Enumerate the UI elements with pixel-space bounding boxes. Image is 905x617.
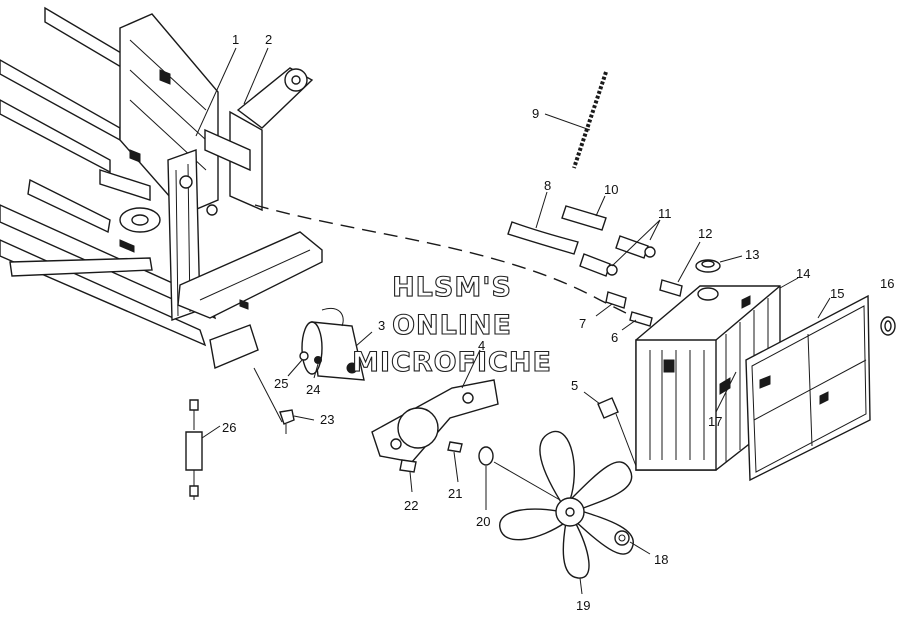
part-9-rod [544, 71, 608, 169]
part-24-nut [313, 356, 322, 379]
part-6-fitting [621, 311, 653, 331]
callout-3: 3 [378, 318, 385, 333]
part-26-connector [185, 399, 221, 500]
part-8-hose [507, 191, 579, 255]
part-10-hose [561, 195, 607, 231]
callout-8: 8 [544, 178, 551, 193]
callout-13: 13 [745, 247, 759, 262]
callout-21: 21 [448, 486, 462, 501]
callout-2: 2 [265, 32, 272, 47]
part-5-bolt [583, 391, 637, 467]
callout-14: 14 [796, 266, 810, 281]
leader-23 [253, 367, 283, 423]
callout-24: 24 [306, 382, 320, 397]
part-25-washer [287, 351, 309, 377]
routing-dashed-line [254, 204, 741, 371]
callout-10: 10 [604, 182, 618, 197]
part-11-clamps [579, 219, 661, 277]
part-14-radiator [635, 277, 799, 471]
callout-1: 1 [232, 32, 239, 47]
part-15-screen [745, 294, 871, 482]
part-18-nut [614, 530, 651, 555]
part-20-bushing [478, 446, 494, 510]
callout-9: 9 [532, 106, 539, 121]
part-13-cap [695, 255, 743, 273]
part-21-bolt [447, 441, 463, 483]
part-19-fan [493, 430, 634, 595]
part-7-fitting [595, 291, 627, 317]
watermark-line-3: MICROFICHE [352, 347, 552, 378]
callout-7: 7 [579, 316, 586, 331]
callout-26: 26 [222, 420, 236, 435]
watermark-line-1: HLSM'S [392, 272, 512, 303]
callout-12: 12 [698, 226, 712, 241]
part-23-fitting [279, 409, 315, 434]
callout-22: 22 [404, 498, 418, 513]
part-12-fitting [659, 241, 701, 297]
leader-1 [195, 47, 237, 137]
callout-5: 5 [571, 378, 578, 393]
callout-19: 19 [576, 598, 590, 613]
callout-4: 4 [478, 338, 485, 353]
watermark-line-2: ONLINE [392, 310, 512, 341]
callout-16: 16 [880, 276, 894, 291]
callout-20: 20 [476, 514, 490, 529]
callout-6: 6 [611, 330, 618, 345]
part-4-bracket [371, 349, 499, 463]
part-16-grommet [880, 316, 896, 336]
frame-assembly [0, 6, 323, 369]
callout-18: 18 [654, 552, 668, 567]
leader-2 [243, 47, 269, 105]
callout-23: 23 [320, 412, 334, 427]
callout-17: 17 [708, 414, 722, 429]
part-3-motor [301, 308, 373, 381]
callout-11: 11 [658, 206, 672, 221]
watermark: HLSM'S ONLINE MICROFICHE [352, 271, 552, 378]
part-22-bolt [399, 459, 417, 493]
callout-15: 15 [830, 286, 844, 301]
callout-labels: 1 2 3 4 5 6 7 8 9 10 11 12 13 14 15 16 1… [222, 32, 894, 613]
callout-25: 25 [274, 376, 288, 391]
